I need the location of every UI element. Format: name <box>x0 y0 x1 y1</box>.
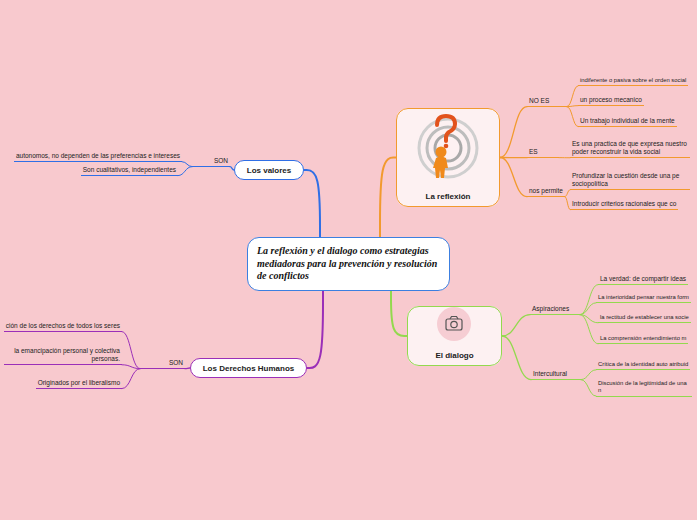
leaf-topic: ES <box>527 148 559 158</box>
topic-text: la rectitud de establecer una socie <box>600 314 689 321</box>
branch-connector <box>581 380 596 396</box>
leaf-topic: la emancipación personal y colectiva per… <box>4 347 122 365</box>
leaf-topic: nos permite <box>527 187 565 197</box>
topic-text: Aspiraciones <box>532 305 578 313</box>
branch-connector <box>122 365 140 369</box>
topic-text: La reflexión <box>426 192 471 201</box>
topic-text: La interioridad pensar nuestra form <box>598 294 689 301</box>
branch-connector <box>391 291 407 337</box>
leaf-topic: Profundizar la cuestión desde una pe soc… <box>570 172 690 190</box>
topic-text: Intercultural <box>533 370 579 378</box>
branch-box: Los valores <box>234 160 304 180</box>
topic-text: Discusión de la legitimidad de una n <box>598 380 690 395</box>
leaf-topic: un proceso mecanico <box>578 96 644 106</box>
branch-connector <box>567 106 578 107</box>
branch-connector <box>122 369 140 389</box>
leaf-topic: Intercultural <box>531 370 581 380</box>
branch-connector <box>380 158 396 238</box>
leaf-topic: Originados por el liberalismo <box>36 379 122 389</box>
reflection-icon <box>419 116 477 178</box>
branch-connector <box>178 167 192 176</box>
branch-connector <box>567 86 578 107</box>
leaf-topic: La verdad: de compartir ideas <box>598 275 688 285</box>
topic-text: La verdad: de compartir ideas <box>600 275 686 283</box>
branch-connector <box>122 332 140 369</box>
topic-text: SON <box>142 359 183 367</box>
branch-connector <box>580 315 598 344</box>
topic-text: Originados por el liberalismo <box>38 379 120 387</box>
box-ground <box>396 108 500 207</box>
topic-text: Los Derechos Humanos <box>203 364 295 373</box>
leaf-topic: NO ES <box>527 97 567 107</box>
leaf-topic: La interioridad pensar nuestra form <box>596 294 691 303</box>
leaf-topic: indiferente o pasiva sobre el orden soci… <box>578 77 688 86</box>
topic-text: La reflexión y el dialogo como estrategi… <box>257 245 440 283</box>
leaf-topic: Es una practica de que expresa nuestro p… <box>570 140 690 158</box>
branch-connector <box>559 157 570 158</box>
topic-text: ción de los derechos de todos los seres <box>6 322 120 330</box>
topic-text: autonomos, no dependen de las preferenci… <box>16 152 180 160</box>
branch-box: La reflexión <box>396 108 500 207</box>
branch-connector <box>500 157 527 158</box>
branch-connector <box>500 158 527 197</box>
topic-text: El dialogo <box>435 351 473 360</box>
central-topic: La reflexión y el dialogo como estrategi… <box>247 237 450 291</box>
branch-connector <box>567 107 578 127</box>
topic-text: La comprensión entendimiento m <box>600 335 686 342</box>
topic-text: ES <box>529 148 557 156</box>
branch-box: El dialogo <box>407 306 502 366</box>
branch-connector <box>307 291 323 369</box>
leaf-topic: Introducir criterios racionales que co <box>570 200 678 210</box>
leaf-topic: Aspiraciones <box>530 305 580 315</box>
topic-text: Crítica de la identidad auto atribuid <box>598 361 688 368</box>
branch-connector <box>581 370 596 380</box>
topic-text: Introducir criterios racionales que co <box>572 200 676 208</box>
branch-connector <box>500 107 527 158</box>
leaf-topic: Crítica de la identidad auto atribuid <box>596 361 690 370</box>
leaf-topic: la rectitud de establecer una socie <box>598 314 691 323</box>
topic-text: Es una practica de que expresa nuestro p… <box>572 140 688 156</box>
leaf-topic: Son cualitativos, independientes <box>81 166 178 176</box>
leaf-topic: SON <box>140 359 185 369</box>
topic-text: Un trabajo individual de la mente <box>580 117 675 125</box>
topic-text: un proceso mecanico <box>580 96 642 104</box>
branch-connector <box>565 190 570 197</box>
leaf-topic: Discusión de la legitimidad de una n <box>596 380 692 397</box>
leaf-topic: La comprensión entendimiento m <box>598 335 688 344</box>
topic-text: NO ES <box>529 97 565 105</box>
branch-connector <box>304 170 320 237</box>
camera-icon <box>437 307 471 341</box>
branch-connector <box>182 162 192 167</box>
topic-text: SON <box>194 157 228 165</box>
topic-text: indiferente o pasiva sobre el orden soci… <box>580 77 686 84</box>
branch-connector <box>502 315 530 336</box>
topic-text: nos permite <box>529 187 563 195</box>
leaf-topic: autonomos, no dependen de las preferenci… <box>14 152 182 162</box>
topic-text: Los valores <box>247 166 291 175</box>
leaf-topic: Un trabajo individual de la mente <box>578 117 677 127</box>
box-ground <box>407 306 502 366</box>
topic-text: Son cualitativos, independientes <box>83 166 176 174</box>
branch-box: Los Derechos Humanos <box>190 358 307 378</box>
branch-connector <box>580 303 596 315</box>
leaf-topic: ción de los derechos de todos los seres <box>4 322 122 332</box>
leaf-topic: SON <box>192 157 230 167</box>
topic-text: Profundizar la cuestión desde una pe soc… <box>572 172 688 188</box>
topic-text: la emancipación personal y colectiva per… <box>6 347 120 363</box>
branch-connector <box>502 336 531 380</box>
